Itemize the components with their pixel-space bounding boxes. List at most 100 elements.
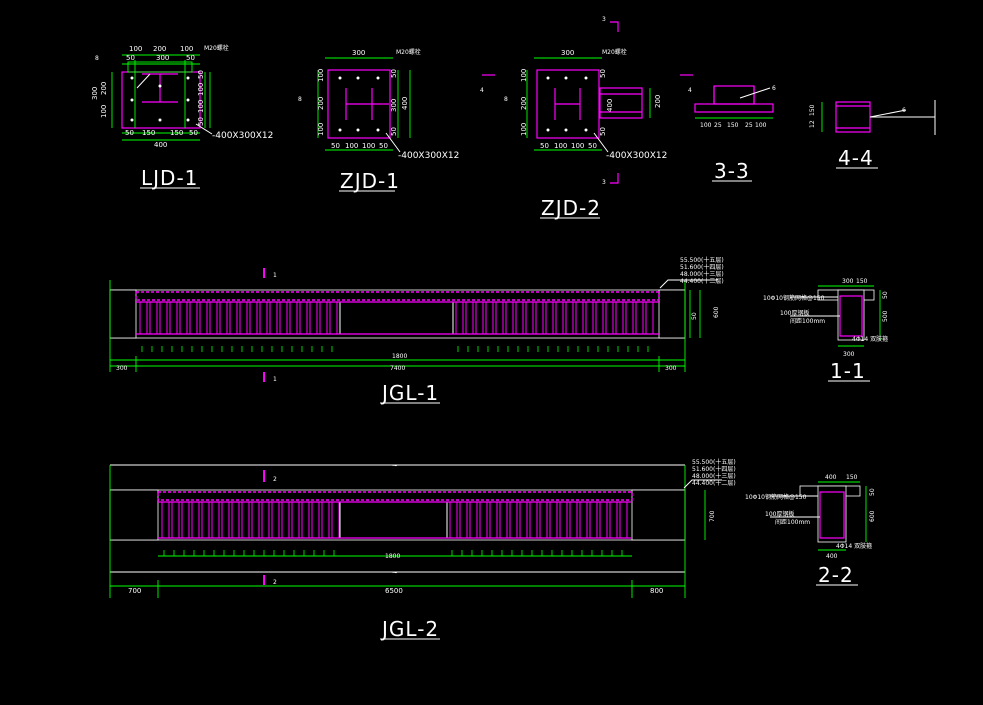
zjd2-dim-inner: 400 [606,99,614,112]
zjd2-detail: 3 3 4 4 300 M20螺栓 50 100 100 50 100 200 … [480,16,693,220]
s11-dim-bottom: 300 [843,351,855,358]
ljd1-dim-sub-3: 50 [186,54,195,62]
jgl2-section-mark-bot: 2 [273,579,277,586]
zjd1-dim-bot-4: 50 [379,142,388,150]
s22-dim-top-1: 400 [825,474,837,481]
zjd2-plate [536,69,600,139]
ljd1-dim-right-3: 100 [197,100,205,113]
s22-note-1: 10Φ10钢筋网格@150 [745,493,807,501]
zjd1-detail: 300 M20螺栓 50 100 100 50 100 200 100 50 3… [298,48,459,193]
s44-dim-2: 150 [809,104,816,116]
svg-text:~: ~ [392,462,398,470]
s33-dim-4: 25 [745,122,753,129]
svg-text:8: 8 [95,55,99,62]
section-2-2: 400 150 400 50 600 10Φ10钢筋网格@150 100厚钢板 … [745,474,876,587]
s11-dim-right-1: 50 [882,291,889,299]
jgl2-beam: ~ ~ 2 2 1800 6500 700 800 700 55.500(十五层… [109,458,736,641]
s22-title: 2-2 [818,563,854,587]
jgl2-title: JGL-2 [380,617,439,641]
s44-weld-label: 6 [902,107,906,114]
ljd1-detail: 100 200 100 50 300 50 M20螺栓 50 150 150 5… [91,44,273,190]
zjd1-dim-left-2: 200 [317,97,325,110]
jgl2-right-support [631,489,686,541]
zjd2-side-mark-left: 4 [480,87,484,94]
ljd1-dim-top-1: 100 [129,45,142,53]
s11-note-3: 间距100mm [790,317,825,325]
svg-text:~: ~ [392,569,398,577]
ljd1-dim-left-1: 300 [91,87,99,100]
s22-note-4: 4Φ14 双肢箍 [836,542,872,550]
section-4-4: 6 12 150 4-4 [809,100,936,170]
jgl1-title: JGL-1 [380,381,439,405]
jgl1-elev-1: 55.500(十五层) [680,256,724,264]
ljd1-title: LJD-1 [141,166,198,190]
zjd2-dim-top: 300 [561,49,574,57]
s22-dim-top-2: 150 [846,474,858,481]
s44-dim-1: 12 [809,120,816,128]
jgl2-elev-2: 51.600(十四层) [692,465,736,473]
section-1-1: 300 150 300 50 500 10Φ10钢筋网格@150 100厚钢板 … [763,278,889,383]
zjd2-dim-bot-1: 50 [540,142,549,150]
jgl1-beam: 1 1 1800 7400 300 300 50 600 55.500(十五层)… [109,256,724,405]
jgl1-left-support [109,289,137,339]
ljd1-dim-left-3: 100 [100,105,108,118]
ljd1-dim-bot-4: 50 [189,129,198,137]
ljd1-dim-right-4: 50 [197,117,205,126]
zjd2-section-mark-top: 3 [602,16,606,23]
jgl2-section-mark-top: 2 [273,476,277,483]
zjd1-title: ZJD-1 [340,169,400,193]
ljd1-dim-left-2: 200 [100,82,108,95]
ljd1-dim-top-3: 100 [180,45,193,53]
jgl2-dim-left: 700 [128,587,141,595]
jgl1-dim-right: 300 [665,365,677,372]
zjd2-bolt-label: M20螺栓 [602,48,627,56]
jgl1-right-support [658,289,686,339]
zjd1-dim-right-3: 50 [390,127,398,136]
ljd1-dim-bot-2: 150 [142,129,155,137]
section-3-3: 6 100 25 150 25 100 3-3 [694,85,776,183]
zjd1-dim-bot-2: 100 [345,142,358,150]
zjd1-dim-right-2: 300 [390,99,398,112]
zjd2-dim-left-2: 200 [520,97,528,110]
s11-title: 1-1 [830,359,866,383]
jgl2-left-support [109,489,159,541]
ljd1-dim-sub-1: 50 [126,54,135,62]
ljd1-dim-total: 400 [154,141,167,149]
jgl2-dim-inner: 1800 [385,553,400,560]
s33-dim-2: 25 [714,122,722,129]
zjd1-bolt-label: M20螺栓 [396,48,421,56]
zjd1-plate [327,69,391,139]
jgl1-elev-4: 44.400(十二层) [680,277,724,285]
jgl1-elev-2: 51.600(十四层) [680,263,724,271]
s33-dim-1: 100 [700,122,712,129]
zjd2-dim-left-3: 100 [520,123,528,136]
zjd2-section-mark-bot: 3 [602,179,606,186]
ljd1-plate-label: -400X300X12 [212,131,273,141]
jgl1-dim-span: 7400 [390,365,405,372]
zjd2-dim-bot-3: 100 [571,142,584,150]
zjd2-dim-left-1: 100 [520,69,528,82]
jgl1-section-mark-bot: 1 [273,376,277,383]
s33-dim-5: 100 [755,122,767,129]
zjd1-dim-top: 300 [352,49,365,57]
ljd1-dim-sub-2: 300 [156,54,169,62]
zjd2-dim-bot-2: 100 [554,142,567,150]
jgl2-elev-1: 55.500(十五层) [692,458,736,466]
zjd2-dim-right-1: 50 [599,69,607,78]
ljd1-dim-top-2: 200 [153,45,166,53]
jgl2-elev-4: 44.400(十二层) [692,479,736,487]
zjd1-dim-left-1: 100 [317,69,325,82]
zjd2-title: ZJD-2 [541,196,601,220]
zjd1-dim-left-3: 100 [317,123,325,136]
zjd1-dim-bot-1: 50 [331,142,340,150]
jgl1-elev-3: 48.000(十三层) [680,270,724,278]
jgl2-dim-span: 6500 [385,587,403,595]
s33-dim-3: 150 [727,122,739,129]
zjd2-dim-bot-4: 50 [588,142,597,150]
s11-note-4: 4Φ14 双肢箍 [852,335,888,343]
jgl1-dim-inner: 1800 [392,353,407,360]
zjd1-dim-bot-3: 100 [362,142,375,150]
zjd2-side-mark-right: 4 [688,87,692,94]
zjd2-plate-label: -400X300X12 [606,151,667,161]
s11-note-1: 10Φ10钢筋网格@150 [763,294,825,302]
